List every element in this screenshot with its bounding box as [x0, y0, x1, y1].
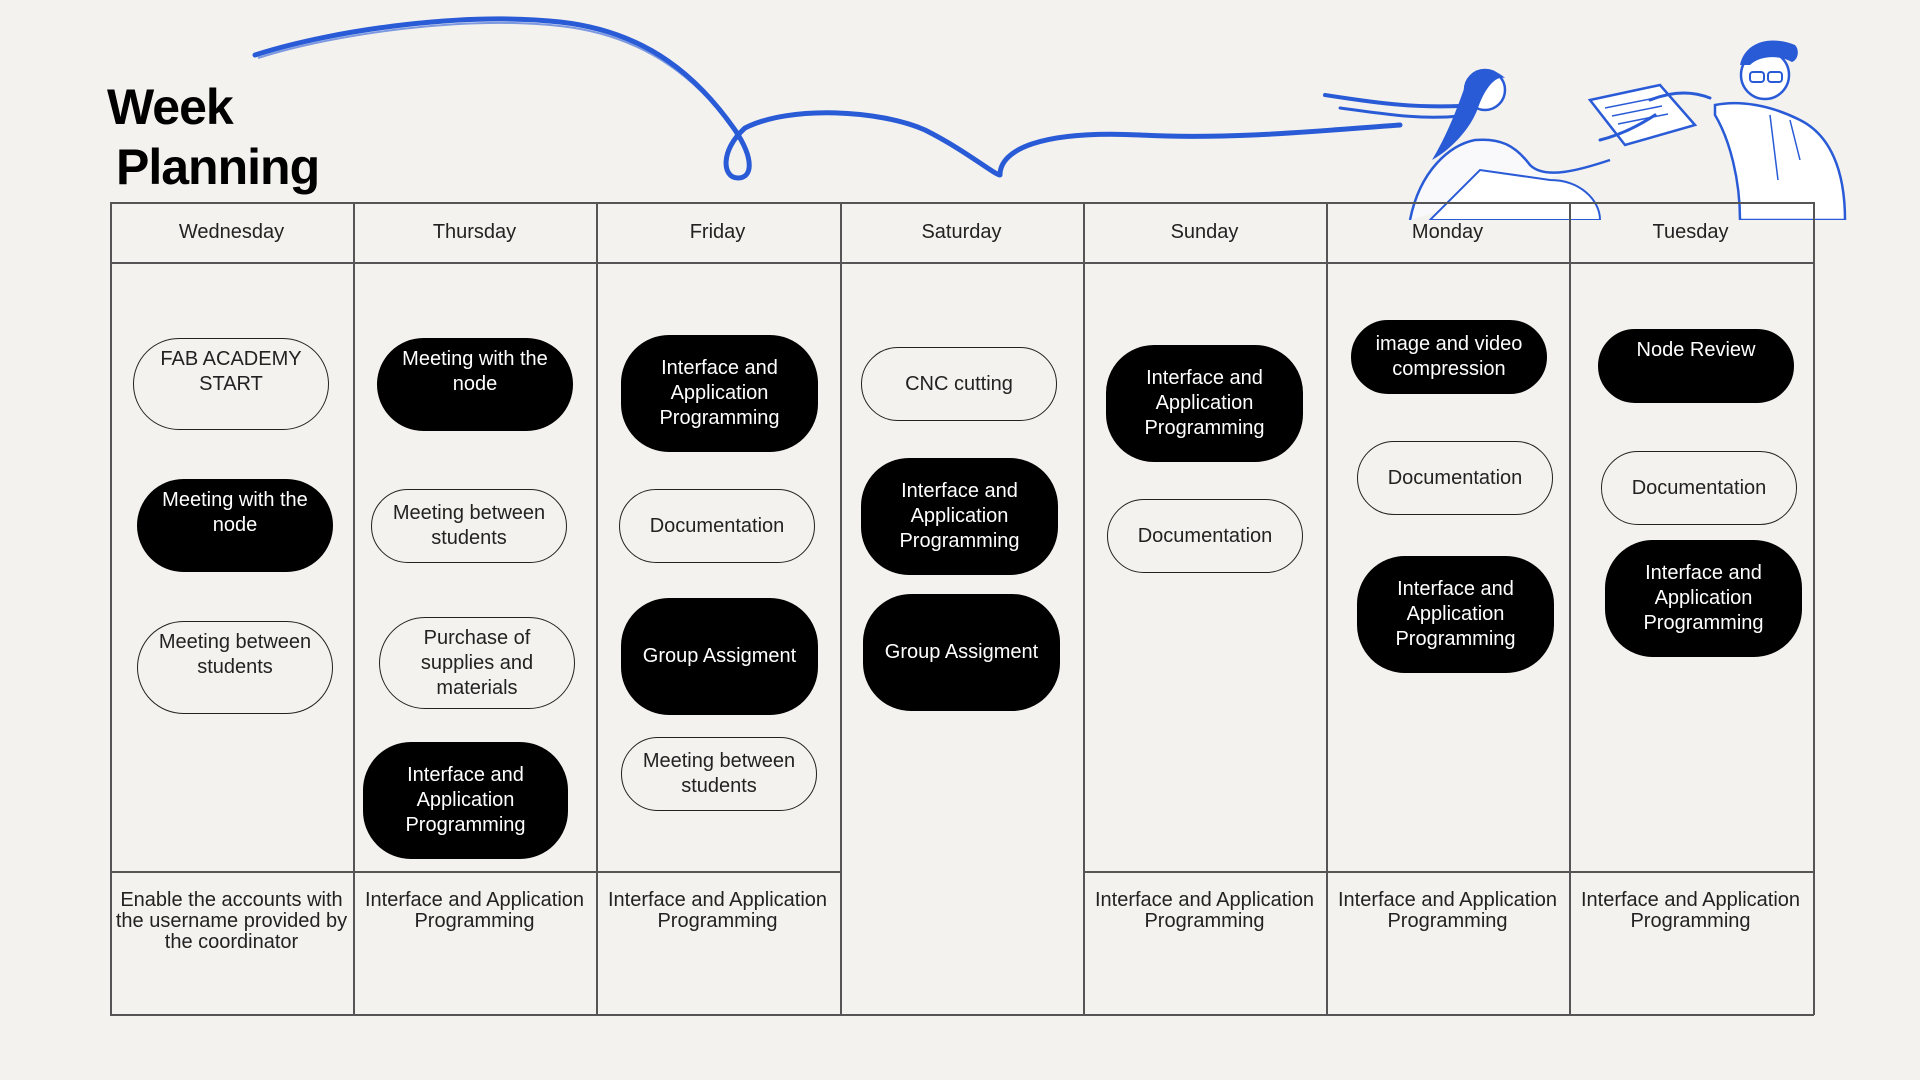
- table-top-border: [110, 202, 1814, 204]
- task-pill[interactable]: CNC cutting: [861, 347, 1057, 421]
- day-header-sunday: Sunday: [1170, 221, 1239, 243]
- column-divider: [110, 202, 112, 1015]
- page-title-line1: Week: [107, 79, 234, 135]
- task-pill[interactable]: Group Assigment: [621, 598, 818, 715]
- table-bottom-border: [110, 1014, 1814, 1016]
- task-pill[interactable]: Meeting between students: [137, 621, 333, 714]
- task-pill[interactable]: Interface and Application Programming: [861, 458, 1058, 575]
- task-pill[interactable]: Documentation: [1107, 499, 1303, 573]
- task-pill[interactable]: FAB ACADEMY START: [133, 338, 329, 430]
- notes-top-border-right: [1083, 871, 1814, 873]
- column-divider: [596, 202, 598, 1015]
- task-pill[interactable]: image and video compression: [1351, 320, 1547, 394]
- column-divider: [840, 202, 842, 1015]
- day-note-wednesday: Enable the accounts with the username pr…: [115, 889, 348, 953]
- task-pill[interactable]: Meeting with the node: [137, 479, 333, 572]
- day-header-saturday: Saturday: [921, 221, 1002, 243]
- column-divider: [1326, 202, 1328, 1015]
- notes-top-border-left: [110, 871, 840, 873]
- day-header-tuesday: Tuesday: [1652, 221, 1729, 243]
- column-divider: [353, 202, 355, 1015]
- day-header-friday: Friday: [689, 221, 746, 243]
- task-pill[interactable]: Documentation: [1601, 451, 1797, 525]
- day-header-monday: Monday: [1411, 221, 1484, 243]
- day-note-friday: Interface and Application Programming: [607, 889, 828, 932]
- day-note-tuesday: Interface and Application Programming: [1580, 889, 1801, 932]
- task-pill[interactable]: Meeting between students: [371, 489, 567, 563]
- day-header-wednesday: Wednesday: [178, 221, 285, 243]
- task-pill[interactable]: Documentation: [619, 489, 815, 563]
- column-divider: [1569, 202, 1571, 1015]
- task-pill[interactable]: Meeting with the node: [377, 338, 573, 431]
- page-title-line2: Planning: [116, 139, 320, 195]
- task-pill[interactable]: Meeting between students: [621, 737, 817, 811]
- task-pill[interactable]: Group Assigment: [863, 594, 1060, 711]
- day-note-monday: Interface and Application Programming: [1337, 889, 1558, 932]
- column-divider: [1813, 202, 1815, 1015]
- people-exchanging-document-icon: [1323, 40, 1847, 220]
- task-pill[interactable]: Purchase of supplies and materials: [379, 617, 575, 709]
- day-note-sunday: Interface and Application Programming: [1094, 889, 1315, 932]
- task-pill[interactable]: Interface and Application Programming: [621, 335, 818, 452]
- day-note-thursday: Interface and Application Programming: [364, 889, 585, 932]
- task-pill[interactable]: Node Review: [1598, 329, 1794, 403]
- task-pill[interactable]: Interface and Application Programming: [1357, 556, 1554, 673]
- task-pill[interactable]: Interface and Application Programming: [1106, 345, 1303, 462]
- column-divider: [1083, 202, 1085, 1015]
- header-bottom-border: [110, 262, 1814, 264]
- task-pill[interactable]: Documentation: [1357, 441, 1553, 515]
- day-header-thursday: Thursday: [432, 221, 517, 243]
- task-pill[interactable]: Interface and Application Programming: [363, 742, 568, 859]
- task-pill[interactable]: Interface and Application Programming: [1605, 540, 1802, 657]
